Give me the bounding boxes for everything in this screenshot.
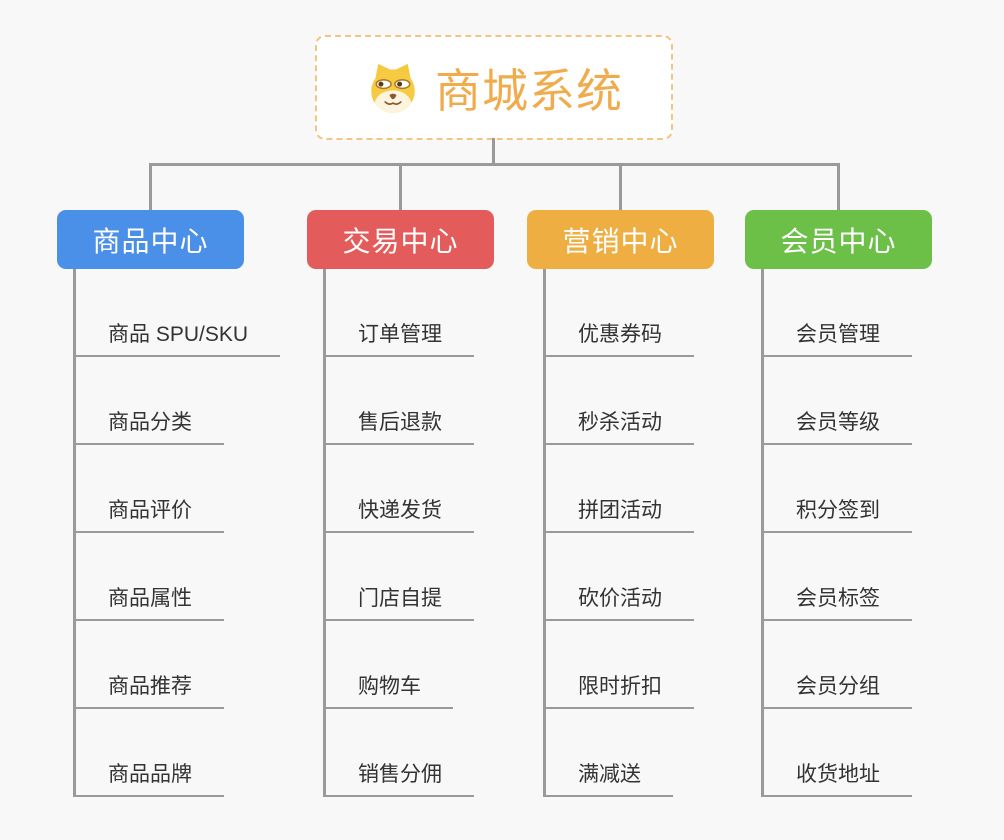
leaf-node: 商品属性 bbox=[76, 533, 280, 621]
leaf-node: 秒杀活动 bbox=[546, 357, 694, 445]
leaf-label[interactable]: 订单管理 bbox=[326, 318, 474, 357]
leaf-node: 商品品牌 bbox=[76, 709, 280, 797]
leaf-label[interactable]: 商品品牌 bbox=[76, 758, 224, 797]
branch-trade-center: 交易中心 订单管理 售后退款 快递发货 门店自提 购物车 销售分佣 bbox=[307, 210, 494, 797]
leaf-label[interactable]: 会员分组 bbox=[764, 670, 912, 709]
leaf-label[interactable]: 商品 SPU/SKU bbox=[76, 318, 281, 357]
root-title: 商城系统 bbox=[435, 64, 623, 117]
branch-header[interactable]: 交易中心 bbox=[307, 210, 494, 269]
leaf-node: 积分签到 bbox=[764, 445, 912, 533]
leaf-node: 销售分佣 bbox=[326, 709, 474, 797]
branch-header[interactable]: 商品中心 bbox=[57, 210, 244, 269]
connector-drop bbox=[399, 163, 402, 210]
leaf-node: 砍价活动 bbox=[546, 533, 694, 621]
leaf-label[interactable]: 拼团活动 bbox=[546, 494, 694, 533]
leaf-label[interactable]: 快递发货 bbox=[326, 494, 474, 533]
leaf-label[interactable]: 砍价活动 bbox=[546, 582, 694, 621]
leaf-node: 商品推荐 bbox=[76, 621, 280, 709]
leaf-node: 售后退款 bbox=[326, 357, 474, 445]
dog-face-icon bbox=[371, 63, 415, 113]
leaf-node: 收货地址 bbox=[764, 709, 912, 797]
leaf-node: 拼团活动 bbox=[546, 445, 694, 533]
leaf-node: 订单管理 bbox=[326, 269, 474, 357]
leaf-node: 会员分组 bbox=[764, 621, 912, 709]
leaf-label[interactable]: 会员管理 bbox=[764, 318, 912, 357]
leaf-node: 会员管理 bbox=[764, 269, 912, 357]
branch-header[interactable]: 营销中心 bbox=[527, 210, 714, 269]
branch-children: 优惠券码 秒杀活动 拼团活动 砍价活动 限时折扣 满减送 bbox=[543, 269, 694, 797]
leaf-node: 优惠券码 bbox=[546, 269, 694, 357]
leaf-label[interactable]: 会员等级 bbox=[764, 406, 912, 445]
leaf-label[interactable]: 满减送 bbox=[546, 758, 673, 797]
leaf-node: 快递发货 bbox=[326, 445, 474, 533]
leaf-node: 购物车 bbox=[326, 621, 474, 709]
branch-children: 订单管理 售后退款 快递发货 门店自提 购物车 销售分佣 bbox=[323, 269, 474, 797]
connector-root-stem bbox=[492, 138, 495, 165]
root-node[interactable]: 商城系统 bbox=[315, 35, 673, 140]
connector-drop bbox=[619, 163, 622, 210]
branch-children: 商品 SPU/SKU 商品分类 商品评价 商品属性 商品推荐 商品品牌 bbox=[73, 269, 281, 797]
leaf-label[interactable]: 优惠券码 bbox=[546, 318, 694, 357]
leaf-node: 限时折扣 bbox=[546, 621, 694, 709]
leaf-label[interactable]: 门店自提 bbox=[326, 582, 474, 621]
branch-marketing-center: 营销中心 优惠券码 秒杀活动 拼团活动 砍价活动 限时折扣 满减送 bbox=[527, 210, 714, 797]
branch-product-center: 商品中心 商品 SPU/SKU 商品分类 商品评价 商品属性 商品推荐 商品品牌 bbox=[57, 210, 281, 797]
branch-header[interactable]: 会员中心 bbox=[745, 210, 932, 269]
leaf-node: 会员等级 bbox=[764, 357, 912, 445]
leaf-node: 商品 SPU/SKU bbox=[76, 269, 281, 357]
leaf-label[interactable]: 售后退款 bbox=[326, 406, 474, 445]
leaf-label[interactable]: 限时折扣 bbox=[546, 670, 694, 709]
leaf-node: 满减送 bbox=[546, 709, 694, 797]
connector-rail bbox=[149, 163, 839, 166]
leaf-label[interactable]: 商品评价 bbox=[76, 494, 224, 533]
leaf-label[interactable]: 商品分类 bbox=[76, 406, 224, 445]
leaf-label[interactable]: 销售分佣 bbox=[326, 758, 474, 797]
leaf-label[interactable]: 积分签到 bbox=[764, 494, 912, 533]
leaf-label[interactable]: 购物车 bbox=[326, 670, 453, 709]
leaf-node: 会员标签 bbox=[764, 533, 912, 621]
branch-children: 会员管理 会员等级 积分签到 会员标签 会员分组 收货地址 bbox=[761, 269, 912, 797]
leaf-label[interactable]: 商品推荐 bbox=[76, 670, 224, 709]
leaf-node: 商品评价 bbox=[76, 445, 280, 533]
leaf-label[interactable]: 会员标签 bbox=[764, 582, 912, 621]
leaf-label[interactable]: 秒杀活动 bbox=[546, 406, 694, 445]
branch-member-center: 会员中心 会员管理 会员等级 积分签到 会员标签 会员分组 收货地址 bbox=[745, 210, 932, 797]
connector-drop bbox=[149, 163, 152, 210]
leaf-node: 门店自提 bbox=[326, 533, 474, 621]
leaf-node: 商品分类 bbox=[76, 357, 280, 445]
leaf-label[interactable]: 商品属性 bbox=[76, 582, 224, 621]
connector-drop bbox=[837, 163, 840, 210]
leaf-label[interactable]: 收货地址 bbox=[764, 758, 912, 797]
